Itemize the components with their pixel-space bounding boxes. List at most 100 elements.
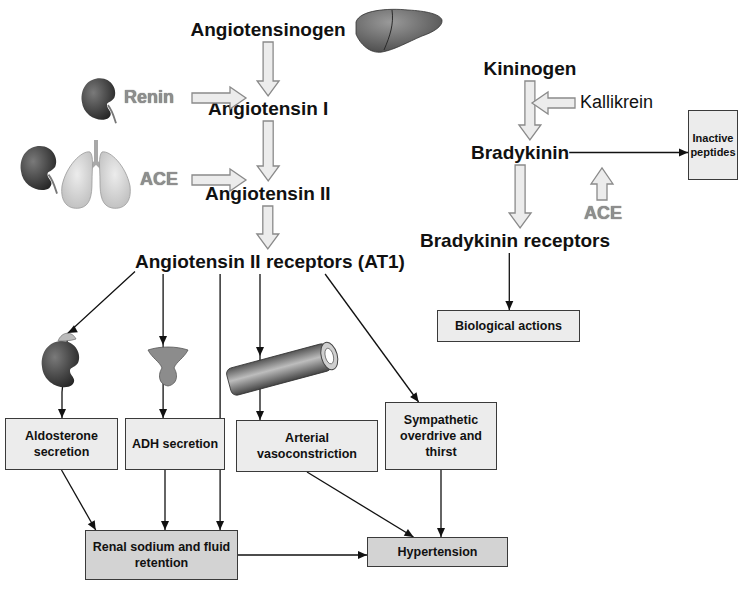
term-label: Bradykinin receptors [420, 228, 610, 253]
process-box: Renal sodium and fluid retention [85, 530, 238, 580]
block-arrow [257, 206, 279, 249]
process-box: Aldosterone secretion [5, 418, 118, 470]
box-label: Hypertension [398, 544, 478, 560]
artery-wall [318, 340, 341, 371]
arrowhead [161, 521, 169, 530]
artery-lumen [323, 347, 335, 365]
pathway-term: Bradykinin [471, 140, 569, 165]
block-arrow [257, 42, 279, 96]
box-label: Sympathetic overdrive and thirst [389, 412, 493, 460]
adrenal-cap [58, 333, 76, 341]
kidney-icon [82, 78, 116, 123]
box-label: Renal sodium and fluid retention [89, 539, 234, 571]
artery-icon [225, 340, 340, 396]
process-box: Arterial vasoconstriction [236, 420, 378, 472]
box-text-group: Inactive peptides [690, 131, 736, 159]
arrow-connector [307, 472, 414, 537]
liver-shape [356, 9, 442, 52]
ace-arrow [591, 168, 613, 200]
box-text-group: ADH secretion [132, 436, 218, 452]
enzyme-label: Renin [124, 87, 174, 108]
right-lung [100, 152, 131, 208]
lungs-icon [62, 140, 131, 208]
trachea [86, 140, 106, 172]
pathway-term: Kininogen [484, 56, 577, 81]
arrow-connector [62, 272, 135, 419]
box-text-group: Biological actions [455, 318, 562, 334]
arrowhead [679, 149, 688, 157]
arrowhead [404, 529, 414, 537]
box-text-group: Aldosterone secretion [9, 428, 114, 460]
process-box: ADH secretion [125, 418, 225, 470]
enzyme-label: ACE [140, 169, 178, 190]
process-box: Inactive peptides [688, 110, 738, 180]
term-label: Angiotensinogen [191, 17, 346, 42]
block-arrow [519, 81, 541, 140]
arrow-connector [162, 274, 163, 418]
kidney-icon [42, 333, 79, 387]
arrowhead [216, 521, 224, 530]
box-label: Arterial vasoconstriction [240, 430, 374, 462]
box-text-group: Hypertension [398, 544, 478, 560]
arrowhead [505, 301, 513, 310]
kidney-icon [21, 146, 57, 194]
arrow-connector [219, 274, 220, 530]
process-box: Hypertension [367, 537, 508, 567]
arrowhead [256, 347, 264, 356]
kidney-shape [21, 146, 57, 190]
arrowhead [68, 325, 78, 333]
arrow-connector [509, 253, 510, 310]
block-arrow [509, 165, 531, 228]
arrowhead [159, 409, 167, 418]
pathway-term: Bradykinin receptors [420, 228, 610, 253]
box-label: Inactive peptides [690, 131, 736, 159]
term-label: Kininogen [484, 56, 577, 81]
left-lung [62, 152, 93, 208]
pituitary-icon [148, 347, 188, 386]
arrowhead [159, 336, 167, 345]
arrow-connector [259, 274, 260, 420]
liver-icon [356, 9, 442, 52]
process-box: Sympathetic overdrive and thirst [385, 402, 497, 470]
pathway-term: Angiotensin II [205, 181, 331, 206]
arrowhead [58, 409, 66, 418]
pituitary-shape [148, 347, 188, 386]
pathway-term: Angiotensin II receptors (AT1) [135, 249, 405, 274]
box-label: ADH secretion [132, 436, 218, 452]
ureter [108, 105, 116, 123]
pathway-term: Angiotensin I [208, 96, 328, 121]
arrow-connector [238, 554, 367, 555]
process-box: Biological actions [437, 310, 580, 342]
enzyme-label: Kallikrein [580, 92, 653, 113]
arrowhead [410, 392, 419, 402]
box-text-group: Arterial vasoconstriction [240, 430, 374, 462]
kidney-shape [42, 341, 79, 387]
box-label: Biological actions [455, 318, 562, 334]
arrow-connector [164, 470, 165, 530]
term-label: Angiotensin I [208, 96, 328, 121]
block-arrow [257, 121, 279, 181]
term-label: Bradykinin [471, 140, 569, 165]
artery-tube [225, 343, 333, 397]
kidney-shape [82, 78, 116, 120]
term-label: Angiotensin II receptors (AT1) [135, 249, 405, 274]
arrow-connector [62, 470, 96, 530]
arrowhead [358, 551, 367, 559]
box-text-group: Renal sodium and fluid retention [89, 539, 234, 571]
box-text-group: Sympathetic overdrive and thirst [389, 412, 493, 460]
arrow-connector [569, 152, 688, 153]
pathway-term: Angiotensinogen [191, 17, 346, 42]
kallikrein-arrow [532, 92, 575, 114]
arrow-connector [440, 470, 441, 537]
enzyme-label: ACE [584, 203, 622, 224]
arrowhead [256, 411, 264, 420]
term-label: Angiotensin II [205, 181, 331, 206]
arrowhead [437, 528, 445, 537]
liver-lobe-line [384, 10, 393, 50]
arrowhead [88, 520, 96, 530]
ureter [48, 175, 57, 194]
arrow-connector [325, 274, 419, 402]
